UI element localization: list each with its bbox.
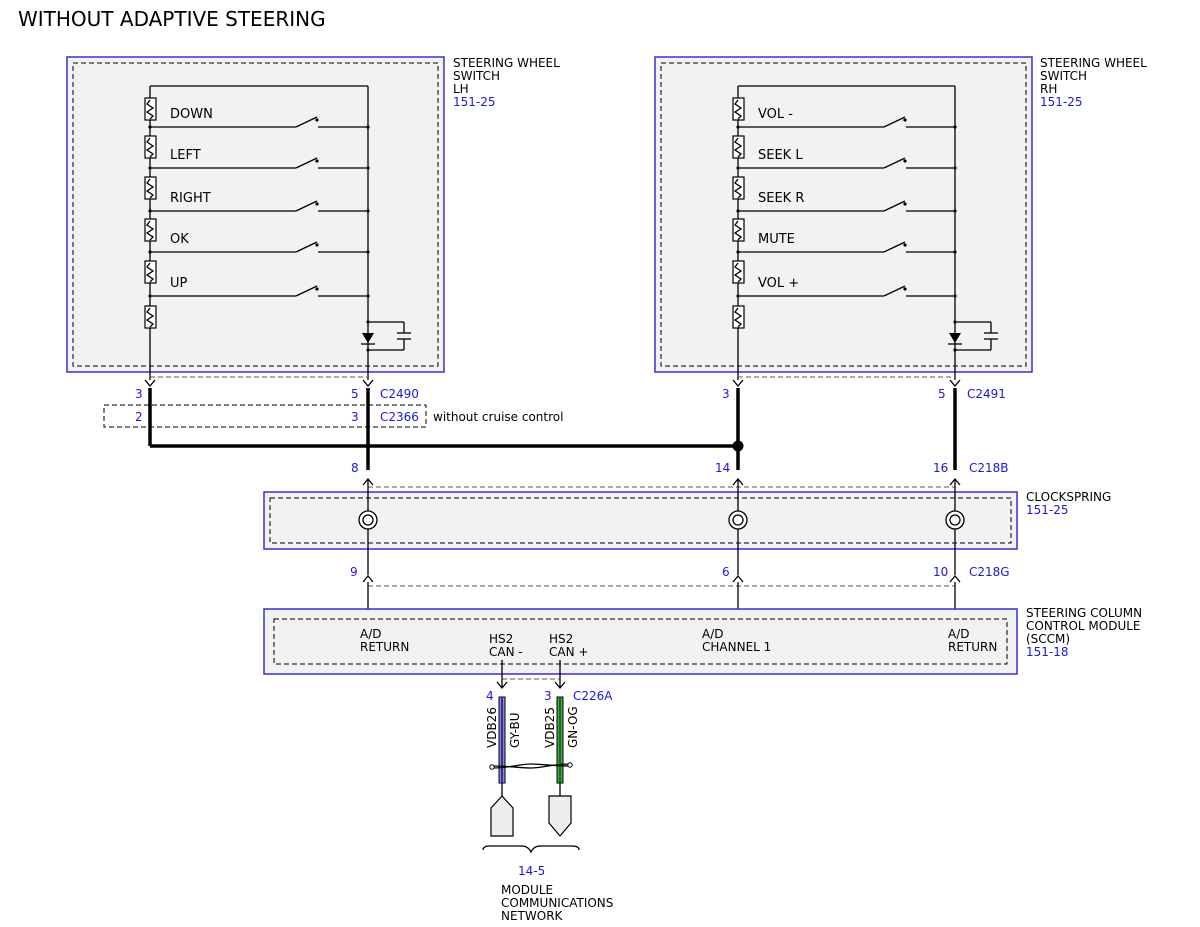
connector-c2490: 3 5 C2490 xyxy=(135,376,419,401)
switch-row-vol-minus: VOL - xyxy=(736,107,957,129)
can-wire-vdb26: VDB26 GY-BU xyxy=(485,696,522,798)
switch-lh-name-3: LH xyxy=(453,82,469,96)
network-brace xyxy=(482,845,580,854)
c2491-label: C2491 xyxy=(967,387,1006,401)
c2366-note: without cruise control xyxy=(433,410,563,424)
sccm-name-1: STEERING COLUMN xyxy=(1026,606,1142,620)
clockspring-name: CLOCKSPRING xyxy=(1026,490,1111,504)
switch-row-vol-plus: VOL + xyxy=(736,276,957,298)
diode-capacitor-lh xyxy=(361,320,411,352)
button-label-down: DOWN xyxy=(170,107,213,122)
steering-wheel-switch-rh: STEERING WHEEL SWITCH RH 151-25 VOL - xyxy=(654,56,1147,380)
clockspring: CLOCKSPRING 151-25 xyxy=(263,479,1111,575)
network-name-2: COMMUNICATIONS xyxy=(501,896,613,910)
c2366-pin-2: 2 xyxy=(135,410,143,424)
network-name-3: NETWORK xyxy=(501,909,564,923)
button-label-seek-l: SEEK L xyxy=(758,148,803,163)
connector-c2366: 2 3 C2366 without cruise control xyxy=(103,404,563,428)
connector-c2491: 3 5 C2491 xyxy=(722,376,1006,401)
clockspring-coil-3 xyxy=(945,510,965,530)
connector-c226a: 4 3 C226A xyxy=(486,660,613,703)
button-label-vol-plus: VOL + xyxy=(758,276,799,291)
sccm-pin-ad-return-1-l2: RETURN xyxy=(360,640,409,654)
network-connector-right xyxy=(548,795,572,837)
clockspring-ref: 151-25 xyxy=(1026,503,1069,517)
c218b-pin-16: 16 xyxy=(933,461,948,475)
button-label-vol-minus: VOL - xyxy=(758,107,793,122)
switch-lh-name-2: SWITCH xyxy=(453,69,500,83)
resistor-ladder-rh xyxy=(732,97,745,329)
button-label-right: RIGHT xyxy=(170,191,211,206)
button-label-up: UP xyxy=(170,276,188,291)
switch-rh-name-2: SWITCH xyxy=(1040,69,1087,83)
switch-row-seek-l: SEEK L xyxy=(736,148,957,170)
can-wire-vdb25: VDB25 GN-OG xyxy=(543,696,580,798)
wire-vdb26-color: GY-BU xyxy=(508,712,522,748)
sccm-pin-can-plus-l1: HS2 xyxy=(549,632,573,646)
sccm-pin-ad-channel-l2: CHANNEL 1 xyxy=(702,640,771,654)
network-connector-left xyxy=(490,795,514,837)
c2490-pin-5: 5 xyxy=(351,387,359,401)
harness-wires-upper xyxy=(148,388,957,470)
switch-lh-ref: 151-25 xyxy=(453,95,496,109)
switch-row-up: UP xyxy=(148,276,370,298)
c2491-pin-3: 3 xyxy=(722,387,730,401)
switch-rh-ref: 151-25 xyxy=(1040,95,1083,109)
sccm-pin-can-minus-l2: CAN - xyxy=(489,645,523,659)
c218b-label: C218B xyxy=(969,461,1009,475)
sccm-ref: 151-18 xyxy=(1026,645,1069,659)
c218g-pin-6: 6 xyxy=(722,565,730,579)
c2490-pin-3: 3 xyxy=(135,387,143,401)
c218g-label: C218G xyxy=(969,565,1010,579)
diagram-title: WITHOUT ADAPTIVE STEERING xyxy=(18,7,326,31)
switch-rh-name-1: STEERING WHEEL xyxy=(1040,56,1147,70)
switch-row-down: DOWN xyxy=(148,107,370,129)
clockspring-coil-1 xyxy=(358,510,378,530)
sccm-pin-ad-return-2-l2: RETURN xyxy=(948,640,997,654)
button-label-mute: MUTE xyxy=(758,232,795,247)
twisted-pair-icon xyxy=(489,762,573,770)
button-label-ok: OK xyxy=(170,232,189,247)
button-label-seek-r: SEEK R xyxy=(758,191,804,206)
sccm-pin-can-plus-l2: CAN + xyxy=(549,645,588,659)
button-label-left: LEFT xyxy=(170,148,201,163)
clockspring-coil-2 xyxy=(728,510,748,530)
sccm-pin-ad-return-2-l1: A/D xyxy=(948,627,970,641)
connector-c218b: 8 14 16 C218B xyxy=(351,461,1009,488)
sccm-name-3: (SCCM) xyxy=(1026,632,1070,646)
sccm-pin-ad-channel-l1: A/D xyxy=(702,627,724,641)
network-name-1: MODULE xyxy=(501,883,553,897)
steering-wheel-switch-lh: STEERING WHEEL SWITCH LH 151-25 DOW xyxy=(66,56,560,380)
sccm-pin-ad-return-1-l1: A/D xyxy=(360,627,382,641)
wire-vdb25-circuit: VDB25 xyxy=(543,707,557,748)
switch-row-mute: MUTE xyxy=(736,232,957,254)
c218b-pin-14: 14 xyxy=(715,461,730,475)
c2366-pin-3: 3 xyxy=(351,410,359,424)
switch-row-ok: OK xyxy=(148,232,370,254)
c2490-label: C2490 xyxy=(380,387,419,401)
switch-rh-name-3: RH xyxy=(1040,82,1057,96)
c226a-label: C226A xyxy=(573,689,613,703)
resistor-ladder-lh xyxy=(144,97,157,329)
wire-vdb25-color: GN-OG xyxy=(566,706,580,748)
network-ref: 14-5 xyxy=(518,864,545,878)
c2491-pin-5: 5 xyxy=(938,387,946,401)
diode-capacitor-rh xyxy=(948,320,998,352)
c218b-pin-8: 8 xyxy=(351,461,359,475)
sccm-name-2: CONTROL MODULE xyxy=(1026,619,1141,633)
c218g-pin-10: 10 xyxy=(933,565,948,579)
wire-vdb26-circuit: VDB26 xyxy=(485,707,499,748)
sccm-pin-can-minus-l1: HS2 xyxy=(489,632,513,646)
switch-row-seek-r: SEEK R xyxy=(736,191,957,213)
switch-lh-name-1: STEERING WHEEL xyxy=(453,56,560,70)
c226a-pin-3: 3 xyxy=(544,689,552,703)
steering-column-control-module: STEERING COLUMN CONTROL MODULE (SCCM) 15… xyxy=(263,606,1142,675)
c226a-pin-4: 4 xyxy=(486,689,494,703)
c218g-pin-9: 9 xyxy=(350,565,358,579)
switch-row-right: RIGHT xyxy=(148,191,370,213)
switch-row-left: LEFT xyxy=(148,148,370,170)
c2366-label: C2366 xyxy=(380,410,419,424)
